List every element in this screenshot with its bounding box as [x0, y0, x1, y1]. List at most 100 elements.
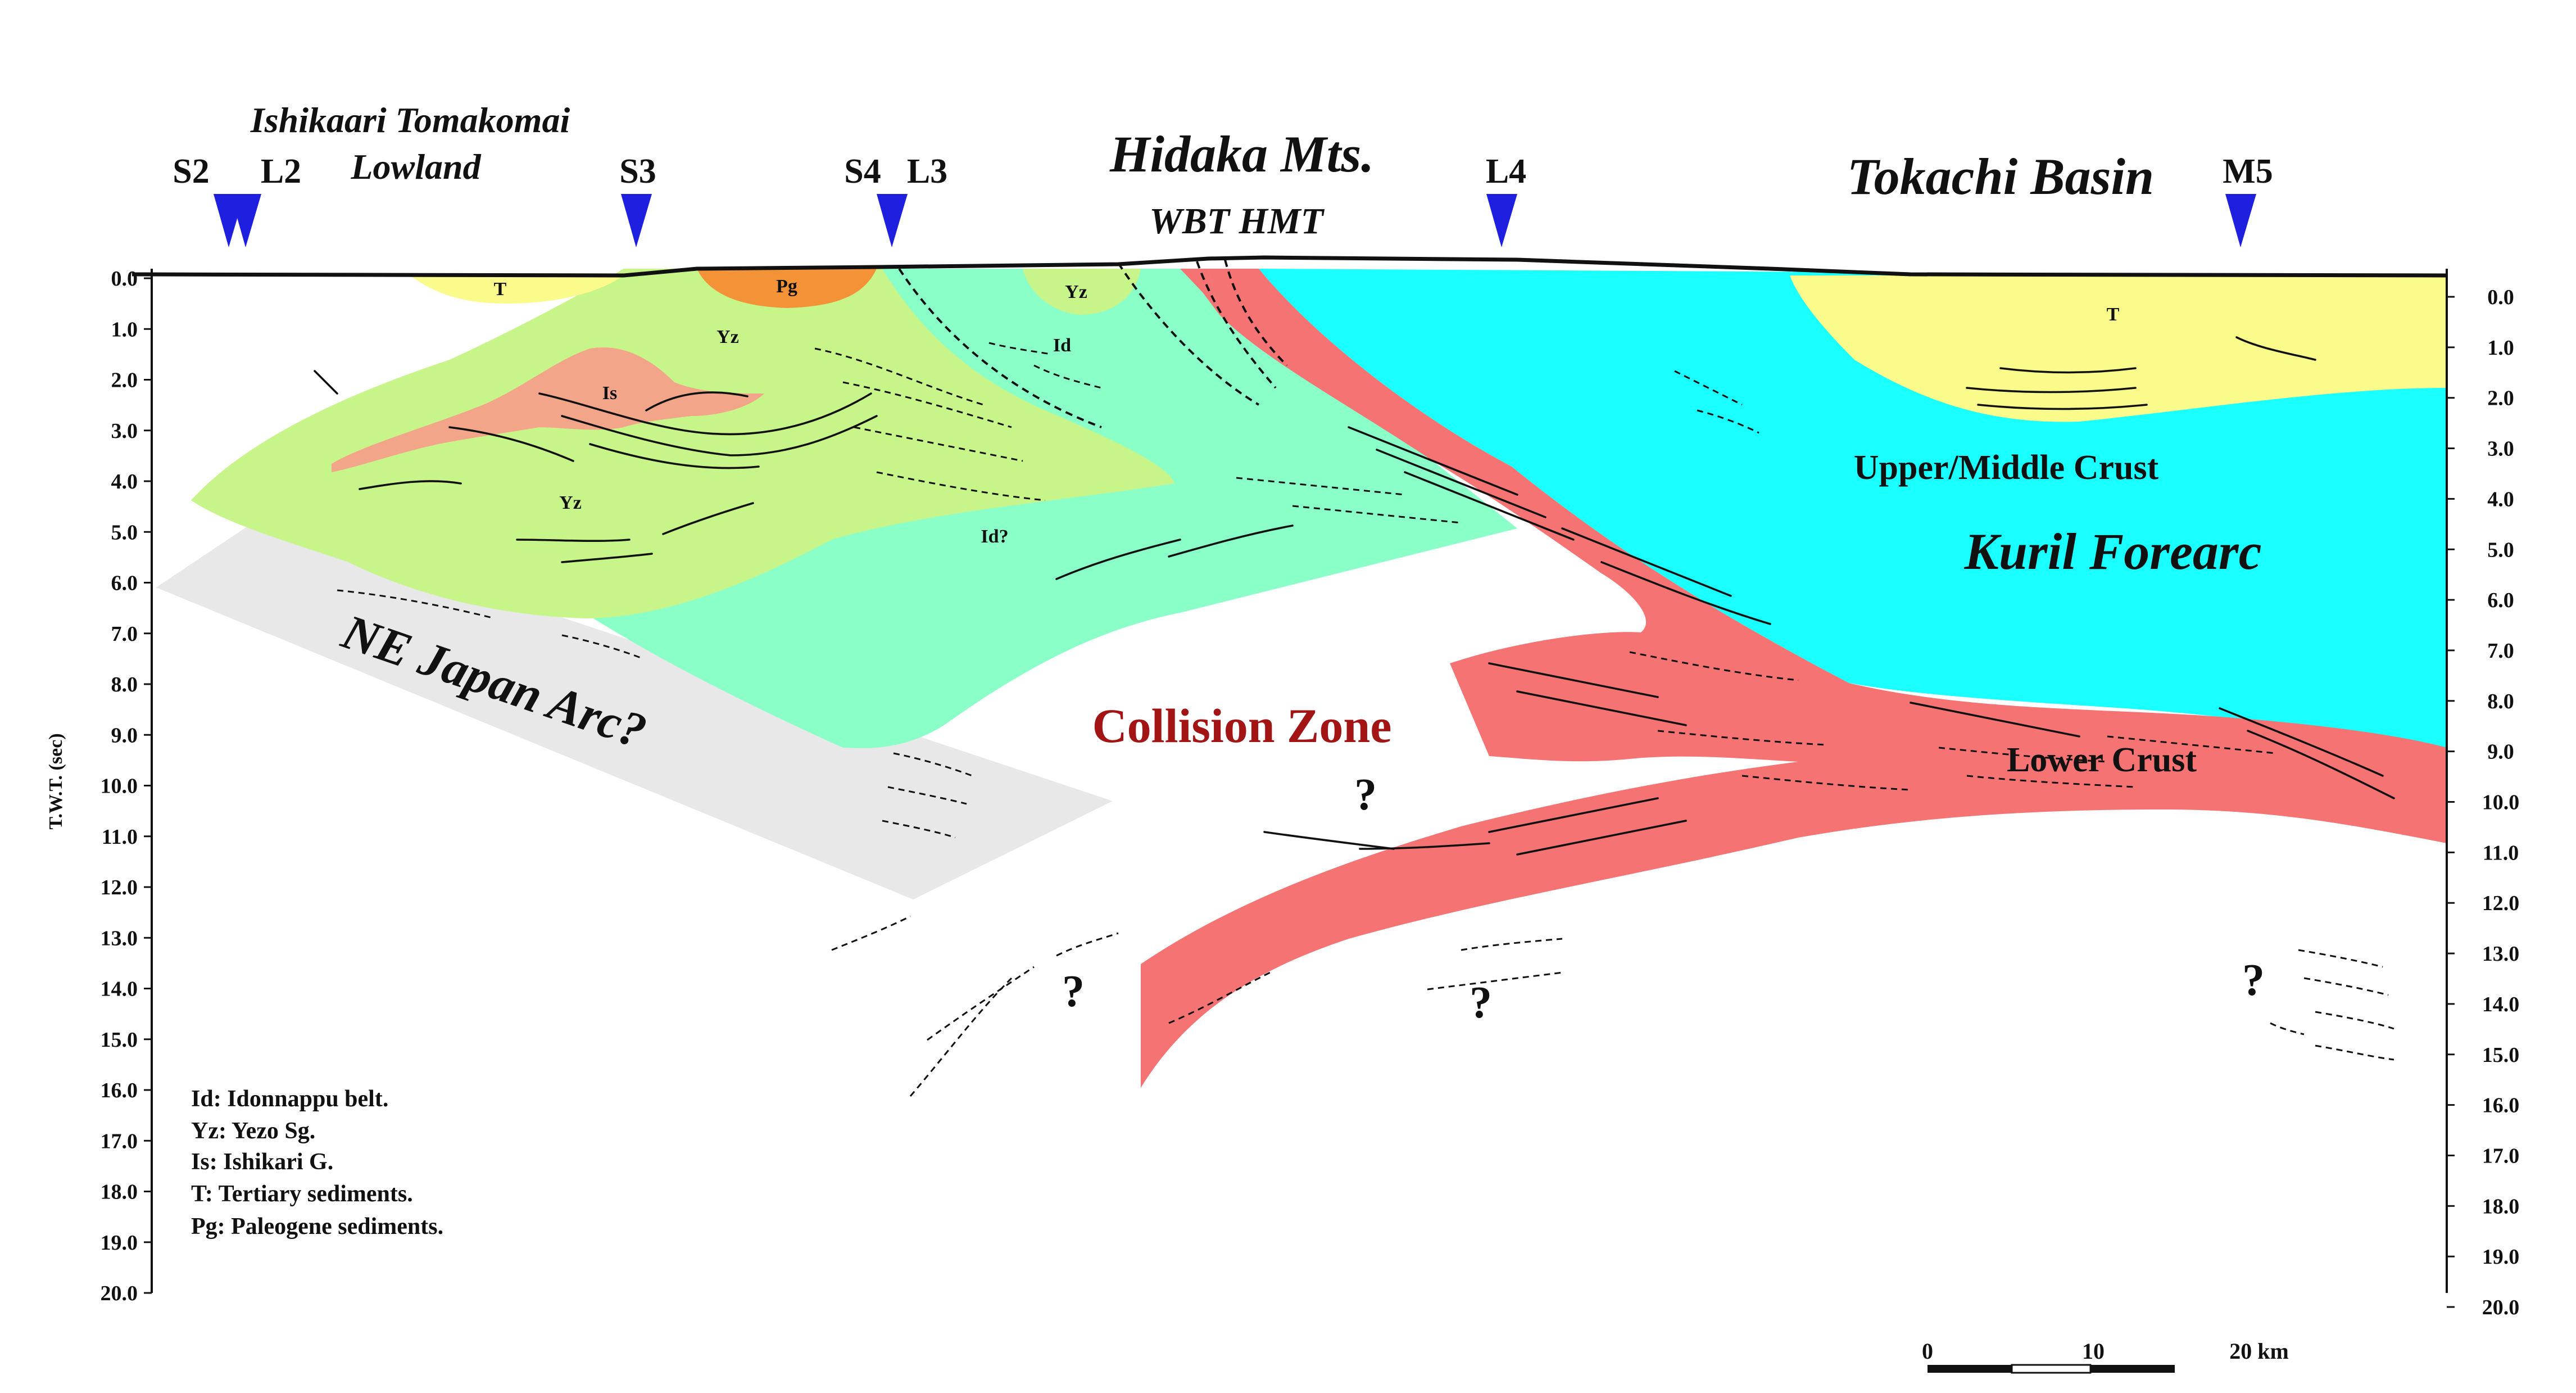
label-yz-upper: Yz — [716, 327, 739, 347]
reflector — [359, 480, 462, 490]
reflector — [1488, 662, 1659, 698]
station-label-s2: S2 — [173, 152, 209, 191]
reflector — [645, 391, 749, 411]
left-axis-tick-label: 11.0 — [102, 825, 138, 849]
fault-wbt — [1117, 262, 1260, 406]
right-axis-tick-label: 9.0 — [2487, 740, 2514, 764]
scale-label-10: 10 — [2082, 1338, 2105, 1364]
left-axis-tick-label: 13.0 — [101, 926, 138, 950]
left-axis-tick-label: 2.0 — [111, 369, 138, 392]
label-upper-middle-crust: Upper/Middle Crust — [1854, 449, 2159, 487]
reflector — [1977, 404, 2148, 410]
hidaka-red-sliver — [1180, 269, 1219, 315]
reflector-dashed — [2270, 1022, 2305, 1035]
reflector — [448, 426, 574, 462]
right-axis-tick-label: 6.0 — [2487, 589, 2514, 612]
left-axis-tick-label: 3.0 — [111, 419, 138, 443]
left-axis-tick-label: 9.0 — [111, 723, 138, 747]
station-label-s4: S4 — [844, 152, 881, 191]
reflector-dashed — [1461, 938, 1563, 951]
fault-hmt-2 — [1224, 259, 1288, 367]
place-hidaka: Hidaka Mts. — [1109, 125, 1374, 183]
reflector-dashed — [1427, 971, 1563, 991]
reflector-dashed — [1292, 505, 1462, 524]
left-axis-tick-label: 14.0 — [101, 978, 138, 1001]
legend-item: Yz: Yezo Sg. — [191, 1118, 315, 1144]
reflector-dashed — [882, 820, 956, 839]
reflector — [1488, 797, 1659, 833]
reflector-dashed — [876, 471, 1046, 501]
left-axis-tick-label: 16.0 — [101, 1079, 138, 1102]
label-lower-crust: Lower Crust — [2007, 741, 2197, 779]
reflectors — [314, 336, 2395, 1097]
right-axis-tick-label: 14.0 — [2482, 993, 2520, 1016]
left-axis-tick-label: 4.0 — [111, 470, 138, 494]
right-axis-tick-label: 11.0 — [2483, 841, 2519, 865]
right-axis-tick-label: 8.0 — [2487, 690, 2514, 713]
station-label-l2: L2 — [261, 152, 301, 191]
left-axis-tick-label: 18.0 — [101, 1181, 138, 1204]
label-collision-zone: Collision Zone — [1092, 699, 1392, 753]
station-label-l3: L3 — [907, 152, 947, 191]
reflector — [2235, 336, 2316, 361]
right-axis-tick-label: 10.0 — [2482, 791, 2520, 815]
right-axis: 0.01.02.03.04.05.06.07.08.09.010.011.012… — [2446, 269, 2519, 1319]
left-axis-tick-label: 7.0 — [111, 622, 138, 646]
legend-item: Pg: Paleogene sediments. — [191, 1214, 443, 1240]
geologic-units — [156, 269, 2447, 1088]
left-axis-tick-label: 15.0 — [101, 1028, 138, 1052]
reflector — [589, 443, 760, 469]
reflector — [516, 539, 631, 542]
reflector-dashed — [1168, 971, 1271, 1024]
label-id-q: Id? — [981, 526, 1008, 547]
left-axis-tick-label: 10.0 — [101, 775, 138, 798]
label-yz-top: Yz — [1065, 282, 1087, 302]
reflector — [1168, 524, 1294, 558]
scale-bar: 0 10 20 km — [1922, 1338, 2289, 1374]
reflector — [314, 370, 338, 395]
place-tokachi: Tokachi Basin — [1847, 148, 2154, 205]
station-marker-l2 — [230, 194, 261, 247]
fault-west-id — [898, 268, 1102, 428]
reflector — [662, 502, 754, 535]
right-axis-tick-label: 4.0 — [2487, 487, 2514, 511]
reflector-dashed — [1741, 775, 1911, 791]
reflector-dashed — [2107, 735, 2276, 754]
right-axis-tick-label: 2.0 — [2487, 387, 2514, 410]
reflector-dashed — [1966, 775, 2136, 788]
right-axis-tick-label: 13.0 — [2482, 942, 2520, 966]
right-axis-tick-label: 5.0 — [2487, 538, 2514, 562]
right-axis-tick-label: 7.0 — [2487, 639, 2514, 663]
lower-crust-body — [1141, 269, 2447, 1088]
reflector-dashed — [2298, 949, 2383, 968]
stations: S2 L2 S3 S4 L3 L4 M5 — [173, 152, 2273, 247]
axis-title: T.W.T. (sec) — [46, 733, 66, 829]
left-axis-ticks: 0.01.02.03.04.05.06.07.08.09.010.011.012… — [101, 267, 152, 1305]
reflector — [561, 415, 878, 456]
reflector-dashed — [2303, 977, 2389, 996]
yezo-top-body — [1023, 269, 1141, 315]
fault-lines — [898, 259, 1288, 428]
left-axis-tick-label: 20.0 — [101, 1282, 138, 1305]
station-label-l4: L4 — [1486, 152, 1526, 191]
yezo-body — [191, 269, 1174, 618]
right-axis-ticks: 0.01.02.03.04.05.06.07.08.09.010.011.012… — [2447, 286, 2519, 1319]
reflector — [1516, 690, 1687, 726]
reflector — [1263, 831, 1395, 850]
scale-label-0: 0 — [1922, 1338, 1933, 1364]
label-kuril-forearc: Kuril Forearc — [1963, 523, 2261, 580]
reflector — [1055, 539, 1181, 580]
reflector-dashed — [2315, 1011, 2394, 1030]
station-label-m5: M5 — [2223, 152, 2273, 191]
label-is: Is — [602, 383, 617, 404]
question-mark: ? — [1062, 967, 1085, 1016]
station-label-s3: S3 — [619, 152, 656, 191]
right-axis-tick-label: 16.0 — [2482, 1094, 2520, 1118]
left-axis-tick-label: 17.0 — [101, 1129, 138, 1153]
legend-item: Is: Ishikari G. — [191, 1149, 333, 1175]
label-pg: Pg — [776, 276, 797, 297]
station-marker-s4-l3 — [877, 194, 908, 247]
reflector-dashed — [1697, 409, 1759, 434]
question-mark: ? — [2242, 956, 2265, 1005]
